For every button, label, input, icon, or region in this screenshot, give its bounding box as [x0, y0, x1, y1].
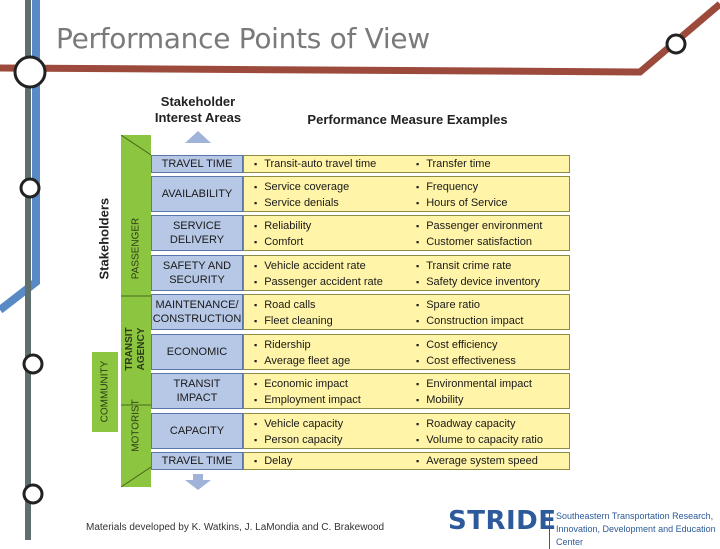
passenger-band: [121, 135, 151, 487]
stakeholders-label: Stakeholders: [96, 197, 112, 280]
measure-item: Reliability: [254, 218, 311, 234]
station-stop: [665, 33, 687, 55]
measure-item: Cost efficiency: [416, 337, 516, 353]
measure-item: Fleet cleaning: [254, 313, 333, 329]
station-stop: [22, 483, 44, 505]
measure-item: Safety device inventory: [416, 274, 540, 290]
arrow-down: [185, 474, 211, 490]
group-transit-agency-label: TRANSIT AGENCY: [124, 327, 147, 371]
station-stop: [19, 177, 41, 199]
arrow-up: [185, 131, 211, 143]
measure-item: Ridership: [254, 337, 350, 353]
measure-item: Passenger accident rate: [254, 274, 383, 290]
interest-area-cell: AVAILABILITY: [151, 176, 243, 212]
measure-item: Transit crime rate: [416, 258, 540, 274]
measure-item: Transfer time: [416, 156, 490, 172]
measure-row: Transit-auto travel time Transfer time: [243, 155, 570, 173]
measure-item: Transit-auto travel time: [254, 156, 376, 172]
measure-item: Comfort: [254, 234, 311, 250]
measure-item: Average system speed: [416, 453, 538, 469]
measure-item: Service coverage: [254, 179, 349, 195]
measure-row: RidershipAverage fleet age Cost efficienc…: [243, 334, 570, 370]
measure-item: Vehicle accident rate: [254, 258, 383, 274]
interest-area-cell: TRAVEL TIME: [151, 155, 243, 173]
measure-item: Average fleet age: [254, 353, 350, 369]
measure-item: Environmental impact: [416, 376, 532, 392]
measure-item: Roadway capacity: [416, 416, 543, 432]
footer-credit: Materials developed by K. Watkins, J. La…: [86, 522, 385, 533]
interest-area-cell: SAFETY AND SECURITY: [151, 255, 243, 291]
interest-area-cell: MAINTENANCE/ CONSTRUCTION: [151, 294, 243, 330]
measure-item: Frequency: [416, 179, 508, 195]
page-title: Performance Points of View: [56, 22, 430, 55]
measure-row: ReliabilityComfort Passenger environmentC…: [243, 215, 570, 251]
band-dividers: [121, 135, 151, 487]
measure-item: Volume to capacity ratio: [416, 432, 543, 448]
measure-row: Economic impactEmployment impact Environm…: [243, 373, 570, 409]
header-measure-examples: Performance Measure Examples: [307, 112, 508, 127]
stride-subtitle: Southeastern Transportation Research, In…: [549, 510, 720, 549]
blue-line-branch: [0, 260, 40, 314]
measure-row: Delay Average system speed: [243, 452, 570, 470]
interest-area-cell: CAPACITY: [151, 413, 243, 449]
station-stop: [13, 55, 47, 89]
group-community-label: COMMUNITY: [99, 360, 111, 423]
measure-item: Construction impact: [416, 313, 523, 329]
measure-item: Passenger environment: [416, 218, 542, 234]
station-stop: [22, 353, 44, 375]
interest-area-cell: TRAVEL TIME: [151, 452, 243, 470]
interest-area-cell: SERVICE DELIVERY: [151, 215, 243, 251]
measure-item: Mobility: [416, 392, 532, 408]
group-motorist-label: MOTORIST: [130, 399, 142, 452]
measure-row: Road callsFleet cleaning Spare ratioConst…: [243, 294, 570, 330]
measure-item: Economic impact: [254, 376, 361, 392]
measure-item: Cost effectiveness: [416, 353, 516, 369]
measure-row: Service coverageService denials Frequency…: [243, 176, 570, 212]
measure-item: Delay: [254, 453, 292, 469]
stride-logo: STRIDE: [448, 506, 557, 536]
measure-item: Vehicle capacity: [254, 416, 343, 432]
measure-item: Hours of Service: [416, 195, 507, 211]
interest-area-cell: ECONOMIC: [151, 334, 243, 370]
header-stakeholder-areas: Stakeholder Interest Areas: [154, 94, 242, 125]
interest-area-cell: TRANSIT IMPACT: [151, 373, 243, 409]
measure-item: Spare ratio: [416, 297, 523, 313]
red-line: [0, 1, 720, 76]
measure-row: Vehicle accident ratePassenger accident …: [243, 255, 570, 291]
measure-item: Employment impact: [254, 392, 361, 408]
measure-row: Vehicle capacityPerson capacity Roadway c…: [243, 413, 570, 449]
measure-item: Service denials: [254, 195, 349, 211]
community-band: [92, 352, 118, 432]
measure-item: Person capacity: [254, 432, 343, 448]
group-passenger-label: PASSENGER: [130, 217, 142, 280]
measure-item: Road calls: [254, 297, 333, 313]
measure-item: Customer satisfaction: [416, 234, 542, 250]
